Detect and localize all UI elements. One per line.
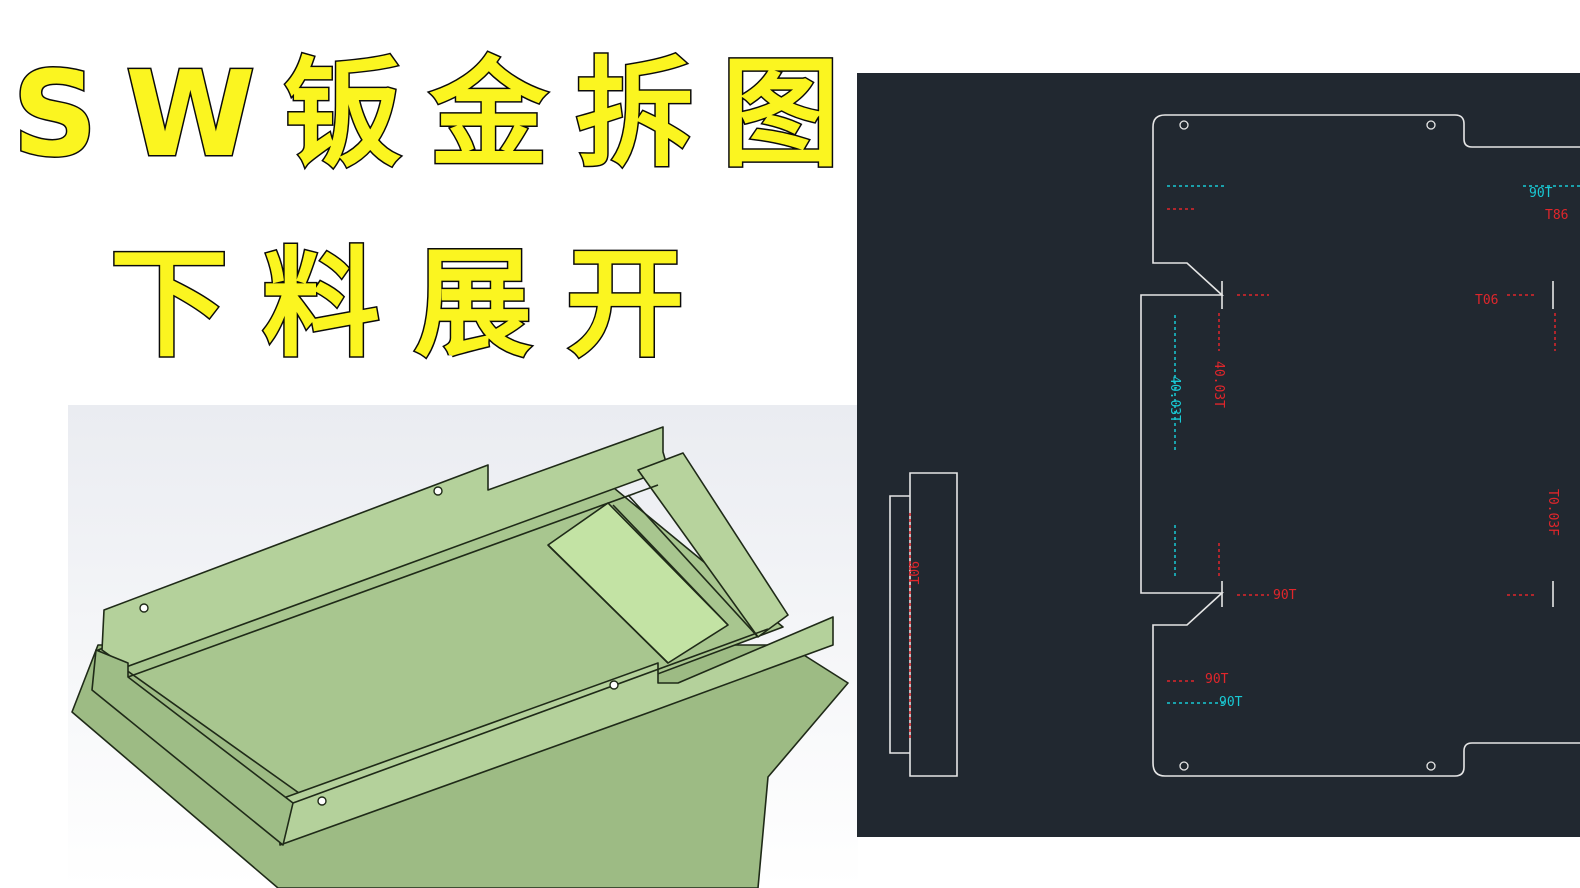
flat-pattern-outline xyxy=(1140,114,1580,777)
label-top-right-red: T86 xyxy=(1545,208,1568,223)
side-strip-outline xyxy=(889,472,958,777)
label-side-strip-red: 90T xyxy=(905,561,920,585)
flat-pattern-cad-view: 90T T86 T06 40.03T 40.03T T0.03F 90T 90T… xyxy=(857,73,1580,837)
label-bottom-left-red: 90T xyxy=(1205,672,1229,687)
right-end-wall xyxy=(637,452,789,638)
label-left-bend-cyan: 40.03T xyxy=(1167,376,1182,423)
label-mid-right-red: T06 xyxy=(1475,293,1498,308)
label-bottom-left-cyan: 90T xyxy=(1219,695,1243,710)
sheet-metal-model-view xyxy=(68,405,858,888)
label-top-right-cyan: 90T xyxy=(1529,186,1553,201)
title-line-1: SW钣金拆图 xyxy=(11,44,868,185)
sheet-metal-part-3d-icon xyxy=(71,426,849,888)
title-line-2: 下料展开 xyxy=(108,234,718,375)
label-left-bend-red: 40.03T xyxy=(1211,361,1226,408)
flat-pattern-drawing-icon: 90T T86 T06 40.03T 40.03T T0.03F 90T 90T… xyxy=(889,114,1580,777)
label-bottom-center-red: 90T xyxy=(1273,588,1297,603)
label-right-bend-red: T0.03F xyxy=(1545,489,1560,536)
